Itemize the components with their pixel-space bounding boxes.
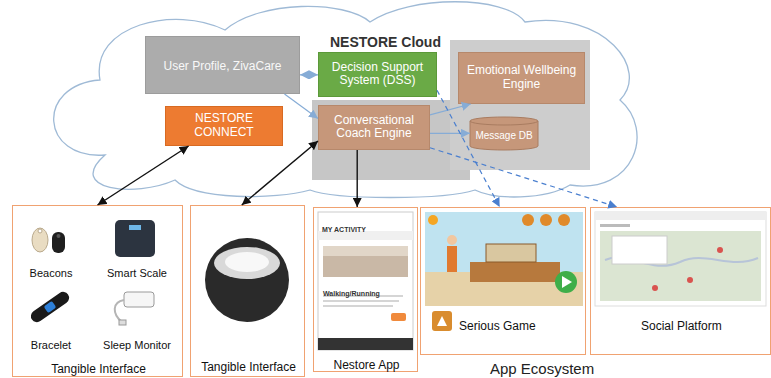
panel-label: Sleep Monitor: [103, 339, 171, 352]
connector-arrow: [430, 148, 617, 207]
phone-photo: [323, 246, 408, 256]
app-panel: Social Platform: [590, 207, 771, 355]
social-screen: [595, 212, 766, 306]
phone-text-line: [323, 300, 399, 302]
beacon-icon: [57, 234, 61, 238]
box-label: NESTORE CONNECT: [170, 112, 278, 140]
bracelet-icon: [29, 289, 72, 324]
connector-arrow: [300, 74, 318, 75]
panel-label: Serious Game: [459, 320, 536, 334]
box-label: Emotional Wellbeing Engine: [463, 64, 580, 92]
connector-arrow: [430, 133, 470, 134]
box-label: Message DB: [475, 130, 532, 142]
sleep-monitor-icon: [124, 292, 154, 307]
game-icon: [522, 214, 534, 226]
bracelet-icon: [29, 289, 72, 324]
panel-label: Beacons: [30, 267, 73, 280]
box-label: Conversational Coach Engine: [323, 114, 425, 142]
device-glow: [214, 247, 280, 279]
game-icon: [540, 214, 552, 226]
cloud-region: NESTORE CloudUser Profile, ZivaCare Decis…: [25, 0, 635, 205]
engine-panel: [312, 100, 470, 180]
beacon-icon: [52, 232, 65, 253]
game-character: [447, 235, 457, 245]
connector-arrow: [430, 104, 471, 115]
engine-box: Conversational Coach Engine: [318, 105, 430, 150]
section-label: App Ecosystem: [490, 361, 594, 376]
game-app-icon: [437, 316, 447, 326]
social-map: [600, 231, 761, 301]
beacon-icon: [32, 228, 48, 252]
connector-arrow: [285, 94, 319, 119]
social-map-marker: [717, 247, 723, 253]
device-glow: [225, 252, 269, 272]
device-panel: Beacons Smart ScaleBracelet Sleep MonitorT…: [12, 205, 183, 377]
game-icon: [428, 215, 438, 225]
engine-box: Emotional Wellbeing Engine: [458, 52, 585, 104]
cylinder-rim: [470, 121, 538, 125]
game-sky: [425, 212, 583, 306]
phone-button: [391, 313, 406, 321]
panel-label: MY ACTIVITY: [322, 226, 366, 234]
phone-screen: [318, 212, 413, 350]
app-panel: MY ACTIVITY Walking/RunningNestore App: [313, 207, 418, 372]
device-panel: Tangible Interface: [190, 205, 305, 377]
scale-icon: [115, 220, 155, 257]
bracelet-icon: [44, 301, 57, 313]
game-play-button: [555, 271, 577, 293]
social-map-marker: [652, 285, 658, 291]
box-label: Decision Support System (DSS): [323, 61, 432, 89]
panel-label: Walking/Running: [323, 290, 380, 298]
cylinder-outline: [470, 117, 538, 150]
phone-text-line: [323, 305, 393, 307]
engine-panel: [450, 40, 590, 170]
beacon-icon: [38, 229, 42, 233]
device-body: [205, 238, 289, 322]
connect-box: NESTORE CONNECT: [165, 106, 283, 146]
box-label: User Profile, ZivaCare: [163, 60, 281, 74]
game-character: [447, 246, 457, 272]
game-shelf: [486, 244, 536, 262]
cloud-outline: [54, 2, 637, 198]
social-popup: [612, 236, 667, 264]
panel-label: NESTORE Cloud: [330, 34, 441, 50]
game-app-icon: [432, 311, 452, 331]
phone-nav-bar: [318, 338, 413, 350]
game-play-button: [562, 276, 572, 288]
panel-label: Bracelet: [31, 339, 71, 352]
panel-label: Nestore App: [333, 359, 399, 373]
connector-arrow: [98, 146, 189, 205]
panel-label: Tangible Interface: [201, 361, 296, 375]
sleep-monitor-cable: [115, 300, 124, 322]
panel-label: Tangible Interface: [51, 363, 146, 377]
connector-arrow: [357, 150, 358, 207]
social-text-line: [600, 224, 630, 227]
sleep-monitor-plug: [119, 320, 126, 325]
game-icon: [558, 214, 570, 226]
database-cylinder: Message DB: [470, 117, 538, 150]
scale-icon: [129, 225, 141, 230]
profile-box: User Profile, ZivaCare: [145, 36, 300, 94]
app-panel: Serious Game: [420, 207, 586, 355]
phone-photo: [323, 246, 408, 277]
panel-label: Social Platform: [641, 320, 722, 334]
social-map-marker: [687, 277, 693, 283]
process-box: Decision Support System (DSS): [318, 52, 437, 97]
social-header: [595, 212, 766, 220]
panel-label: Smart Scale: [107, 267, 167, 280]
game-counter: [470, 262, 560, 282]
